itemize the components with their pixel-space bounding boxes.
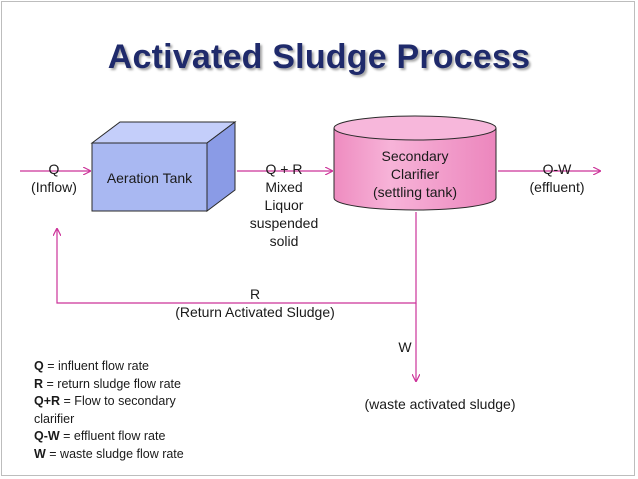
legend-item: clarifier — [34, 411, 75, 426]
mixed-liquor-label: Q + R Mixed Liquor suspended solid — [234, 160, 334, 250]
legend-item: Q = influent flow rate — [34, 359, 150, 373]
aeration-tank — [90, 121, 237, 212]
legend: Q = influent flow rate R = return sludge… — [34, 358, 184, 463]
return-sludge-label: R (Return Activated Sludge) — [150, 285, 360, 321]
page-title: Activated Sludge Process — [107, 38, 531, 76]
effluent-qw: Q-W — [542, 161, 572, 177]
effluent-text: (effluent) — [529, 179, 585, 195]
waste-w-label: W — [398, 339, 412, 355]
return-sludge-line — [57, 212, 417, 304]
legend-item: R = return sludge flow rate — [34, 376, 181, 391]
effluent-label: Q-W (effluent) — [512, 160, 602, 196]
clarifier-label-line: (settling tank) — [372, 184, 458, 200]
inflow-label: Q (Inflow) — [14, 160, 94, 196]
clarifier-label-line: Clarifier — [390, 166, 440, 182]
legend-item: Q+R = Flow to secondary — [34, 394, 176, 408]
legend-item: Q-W = effluent flow rate — [34, 429, 166, 443]
return-text: (Return Activated Sludge) — [175, 304, 335, 320]
inflow-text: (Inflow) — [31, 179, 77, 195]
mixed-liquor-line: Q + R — [265, 161, 303, 177]
aeration-tank-label: Aeration Tank — [106, 170, 193, 186]
mixed-liquor-line: solid — [269, 233, 299, 249]
legend-item: W = waste sludge flow rate — [34, 446, 184, 461]
return-r: R — [249, 286, 261, 302]
inflow-q: Q — [48, 161, 60, 177]
mixed-liquor-line: Mixed — [265, 179, 303, 195]
clarifier-label-line: Secondary — [381, 148, 449, 164]
mixed-liquor-line: Liquor — [264, 197, 304, 213]
waste-sludge-label: (waste activated sludge) — [364, 396, 516, 412]
secondary-clarifier — [333, 115, 497, 211]
clarifier-label: Secondary Clarifier (settling tank) — [340, 147, 490, 201]
mixed-liquor-line: suspended — [249, 215, 319, 231]
